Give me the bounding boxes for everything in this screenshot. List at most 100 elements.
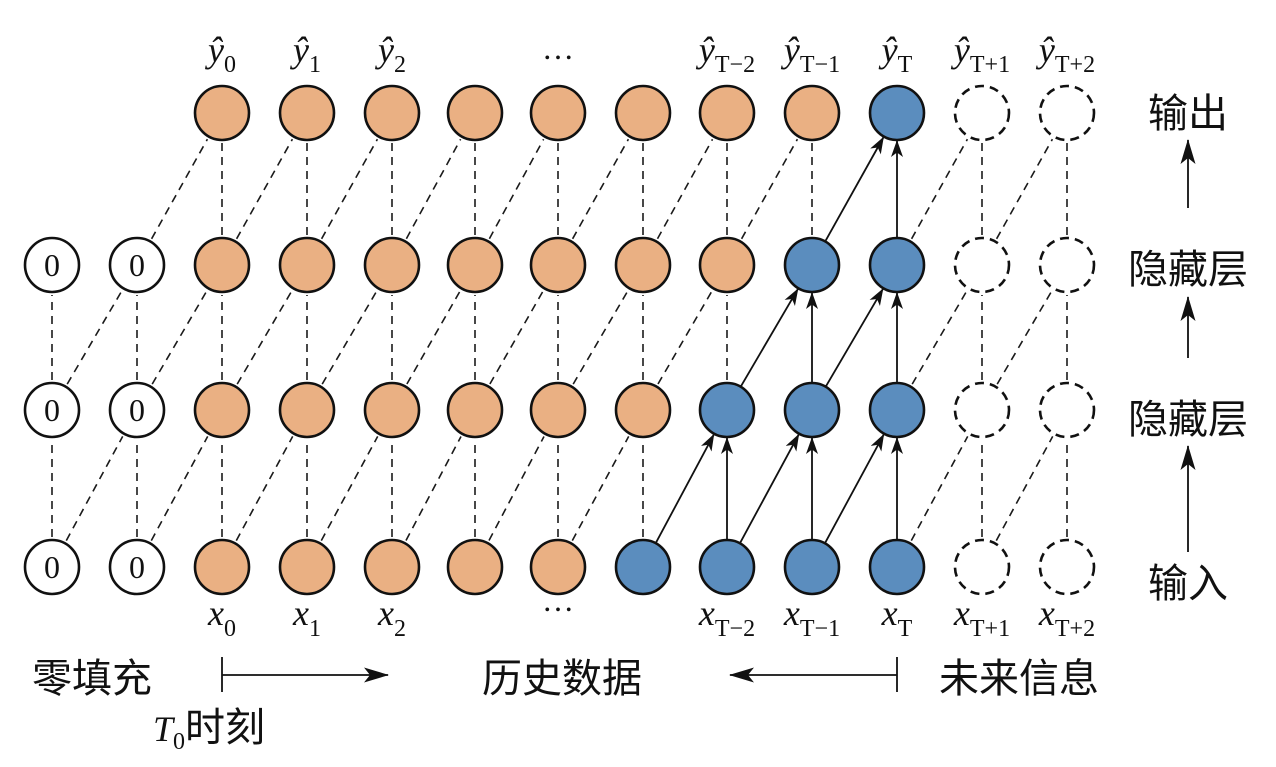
dashed-connection <box>910 436 969 541</box>
dashed-connection <box>657 290 713 385</box>
input-node <box>783 538 841 596</box>
input-label-symbol: x <box>881 593 898 633</box>
zero-padding-circle <box>23 538 81 596</box>
future-circle <box>953 236 1011 294</box>
future-circle <box>1038 381 1096 439</box>
layer-label-input: 输入 <box>1148 561 1228 607</box>
output-node <box>868 84 926 142</box>
input-node <box>446 538 504 596</box>
history-circle <box>529 84 587 142</box>
output-node <box>446 84 504 142</box>
dashed-connection <box>235 138 294 240</box>
output-node <box>783 84 841 142</box>
history-circle <box>278 538 336 596</box>
dashed-connection <box>488 138 545 240</box>
dashed-connection <box>656 138 714 240</box>
receptive-field-circle <box>783 236 841 294</box>
dashed-connection <box>488 436 545 541</box>
output-node <box>1038 84 1096 142</box>
history-circle <box>363 381 421 439</box>
history-circle <box>446 236 504 294</box>
output-label-subscript: T−1 <box>800 52 840 78</box>
history-circle <box>446 84 504 142</box>
future-circle <box>953 538 1011 596</box>
history-circle <box>278 84 336 142</box>
receptive-field-circle <box>783 538 841 596</box>
hidden-2-node <box>953 236 1011 294</box>
input-label-subscript: T−2 <box>715 616 755 642</box>
hidden-1-node <box>446 381 504 439</box>
input-label-symbol: x <box>377 593 394 633</box>
future-circle <box>953 84 1011 142</box>
future-circle <box>1038 236 1096 294</box>
input-node <box>1038 538 1096 596</box>
dashed-connection <box>740 138 799 240</box>
zero-label: 0 <box>129 549 145 585</box>
output-node <box>614 84 672 142</box>
hidden-1-node <box>783 381 841 439</box>
input-label: x1 <box>292 593 321 642</box>
hidden-2-node <box>698 236 756 294</box>
hidden-2-node <box>1038 236 1096 294</box>
hidden-1-node <box>529 381 587 439</box>
receptive-field-circle <box>698 381 756 439</box>
history-circle <box>193 236 251 294</box>
dashed-connection <box>911 290 968 385</box>
receptive-field-circle <box>868 381 926 439</box>
input-label: xT+2 <box>1038 593 1095 642</box>
output-node <box>363 84 421 142</box>
history-circle <box>363 538 421 596</box>
t0-symbol: T <box>153 709 176 749</box>
dashed-connection <box>489 290 544 385</box>
dashed-connection <box>996 290 1053 385</box>
t0-subscript: 0 <box>173 729 185 755</box>
input-label: x2 <box>377 593 406 642</box>
history-circle <box>698 236 756 294</box>
input-label-subscript: T <box>898 616 913 642</box>
output-label-symbol: ŷ <box>375 30 394 70</box>
history-circle <box>529 381 587 439</box>
input-node <box>953 538 1011 596</box>
hidden-1-node <box>698 381 756 439</box>
zero-label: 0 <box>129 392 145 428</box>
hidden-1-node <box>953 381 1011 439</box>
output-label-subscript: T+1 <box>970 52 1010 78</box>
input-node: 0 <box>23 538 81 596</box>
hidden-2-node <box>614 236 672 294</box>
input-node <box>529 538 587 596</box>
dashed-connection <box>995 436 1054 541</box>
zero-label: 0 <box>44 247 60 283</box>
input-label-symbol: x <box>1038 593 1055 633</box>
output-label: ŷ2 <box>375 30 406 78</box>
dashed-connection <box>235 436 294 541</box>
active-connection-arrow <box>824 136 885 242</box>
input-node: 0 <box>108 538 166 596</box>
output-node <box>278 84 336 142</box>
active-connection-arrow <box>824 433 885 544</box>
input-node <box>698 538 756 596</box>
input-node <box>278 538 336 596</box>
input-label: xT <box>881 593 913 642</box>
dashed-connection <box>405 436 462 541</box>
input-label-subscript: T−1 <box>800 616 840 642</box>
zero-padding-label: 零填充 <box>32 656 152 702</box>
output-node <box>193 84 251 142</box>
history-circle <box>278 381 336 439</box>
layer-label-hidden-2: 隐藏层 <box>1128 247 1248 293</box>
future-circle <box>953 381 1011 439</box>
hidden-1-node <box>614 381 672 439</box>
receptive-field-circle <box>868 236 926 294</box>
ellipsis: … <box>542 582 574 618</box>
output-label-subscript: 0 <box>224 52 236 78</box>
hidden-2-node: 0 <box>23 236 81 294</box>
ellipsis: … <box>542 30 574 66</box>
hidden-2-node <box>868 236 926 294</box>
zero-padding-circle <box>108 381 166 439</box>
zero-padding-circle <box>23 381 81 439</box>
history-data-label: 历史数据 <box>482 656 642 702</box>
output-label: ŷT+2 <box>1036 30 1095 78</box>
output-label-symbol: ŷ <box>290 30 309 70</box>
output-label: ŷT+1 <box>951 30 1010 78</box>
